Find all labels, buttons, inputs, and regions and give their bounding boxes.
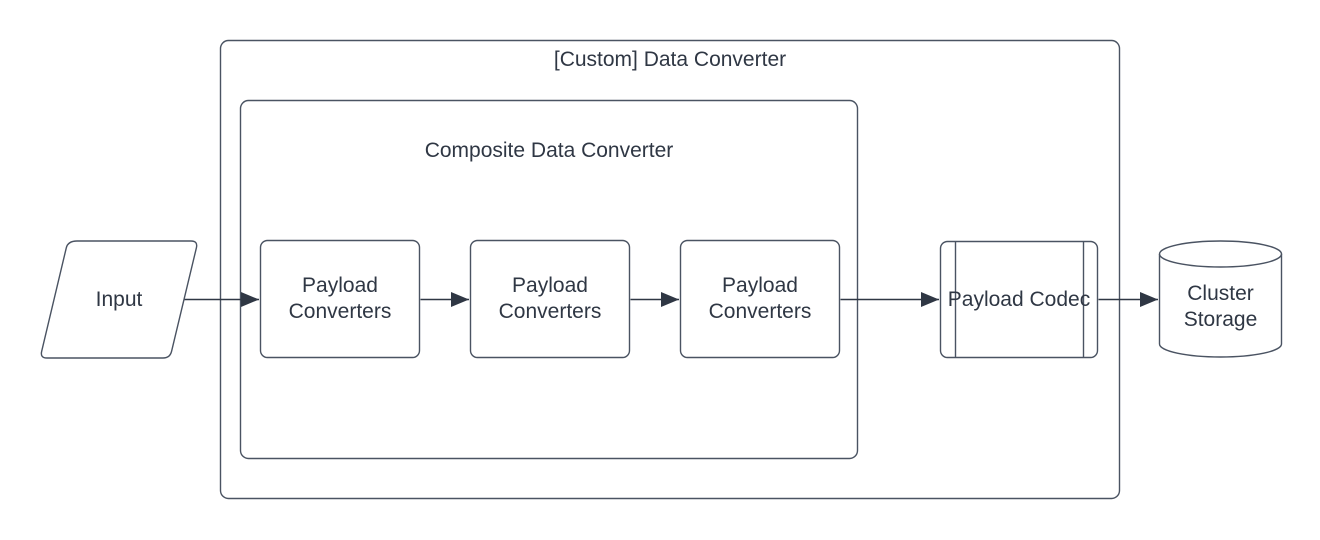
payload-codec-label: Payload Codec [947, 287, 1091, 311]
custom-data-converter-title: [Custom] Data Converter [553, 48, 787, 71]
input-parallelogram-shape [40, 240, 198, 359]
payload-converters-1-shape [259, 239, 421, 359]
input-node-label: Input [95, 287, 143, 311]
payload-converters-2-shape [469, 239, 631, 359]
payload-codec-shape [939, 240, 1099, 359]
payload-converters-3-label: Payload Converters [708, 274, 812, 323]
payload-converters-2-label: Payload Converters [498, 274, 602, 323]
cluster-storage-cylinder-lid [1158, 253, 1283, 268]
composite-data-converter-title: Composite Data Converter [424, 139, 674, 162]
cluster-storage-cylinder-shape [1158, 240, 1283, 358]
cluster-storage-label: Cluster Storage [1183, 281, 1258, 331]
payload-converters-3-shape [679, 239, 841, 359]
payload-converters-1-label: Payload Converters [288, 274, 392, 323]
